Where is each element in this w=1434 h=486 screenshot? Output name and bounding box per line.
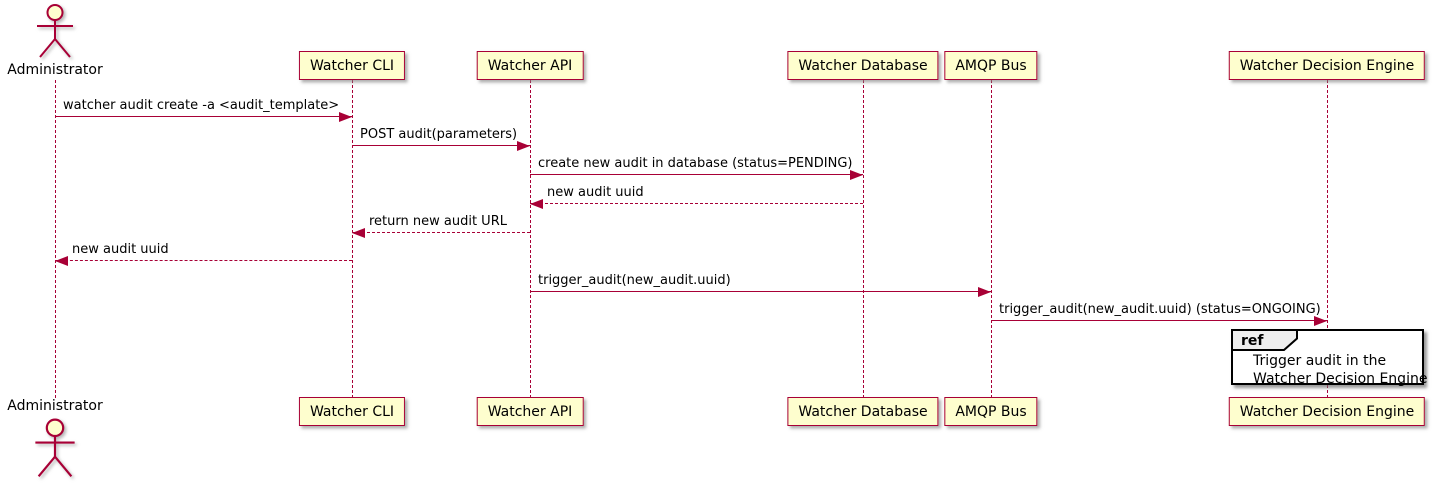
participant-watcher-decision-engine-bottom: Watcher Decision Engine xyxy=(1228,397,1426,426)
ref-fragment: ref Trigger audit in the Watcher Decisio… xyxy=(1231,329,1427,388)
message-label: create new audit in database (status=PEN… xyxy=(538,156,853,171)
participant-watcher-database-bottom: Watcher Database xyxy=(787,397,939,426)
participant-watcher-decision-engine-top: Watcher Decision Engine xyxy=(1228,51,1426,80)
message-trigger-audit: trigger_audit(new_audit.uuid) xyxy=(530,271,991,297)
participant-amqp-bus-bottom: AMQP Bus xyxy=(944,397,1038,426)
message-label: POST audit(parameters) xyxy=(360,127,518,142)
message-line xyxy=(991,320,1327,321)
arrowhead-icon xyxy=(352,228,365,238)
arrowhead-icon xyxy=(1314,316,1327,326)
arrowhead-icon xyxy=(517,141,530,151)
message-line xyxy=(352,232,530,233)
message-line xyxy=(530,203,863,204)
lifeline-amqp-bus xyxy=(991,80,992,398)
message-line xyxy=(55,260,352,261)
message-line xyxy=(530,291,991,292)
message-line xyxy=(55,116,352,117)
message-label: watcher audit create -a <audit_template> xyxy=(63,98,340,113)
message-create-audit-db: create new audit in database (status=PEN… xyxy=(530,154,863,180)
message-line xyxy=(352,145,530,146)
actor-administrator-icon-bottom xyxy=(35,418,75,478)
arrowhead-icon xyxy=(978,287,991,297)
ref-text-line1: Trigger audit in the xyxy=(1253,353,1387,369)
arrowhead-icon xyxy=(339,112,352,122)
ref-tag-label: ref xyxy=(1241,333,1264,349)
message-label: return new audit URL xyxy=(369,214,507,229)
lifeline-watcher-api xyxy=(530,80,531,398)
participant-watcher-api-top: Watcher API xyxy=(476,51,584,80)
participant-watcher-cli-top: Watcher CLI xyxy=(298,51,406,80)
message-label: new audit uuid xyxy=(547,185,644,200)
ref-tag: ref xyxy=(1231,329,1298,351)
actor-administrator-label-bottom: Administrator xyxy=(7,398,103,414)
message-audit-create: watcher audit create -a <audit_template> xyxy=(55,96,352,122)
message-label: trigger_audit(new_audit.uuid) (status=ON… xyxy=(999,302,1321,317)
actor-administrator-icon xyxy=(37,4,73,58)
message-new-audit-uuid-admin: new audit uuid xyxy=(55,240,352,266)
arrowhead-icon xyxy=(530,199,543,209)
message-label: new audit uuid xyxy=(72,242,169,257)
ref-body: Trigger audit in the Watcher Decision En… xyxy=(1253,352,1427,388)
participant-watcher-cli-bottom: Watcher CLI xyxy=(298,397,406,426)
message-trigger-audit-ongoing: trigger_audit(new_audit.uuid) (status=ON… xyxy=(991,300,1327,326)
arrowhead-icon xyxy=(55,256,68,266)
message-post-audit: POST audit(parameters) xyxy=(352,125,530,151)
lifeline-watcher-decision-engine xyxy=(1327,80,1328,398)
participant-watcher-api-bottom: Watcher API xyxy=(476,397,584,426)
message-return-audit-url: return new audit URL xyxy=(352,212,530,238)
message-line xyxy=(530,174,863,175)
message-label: trigger_audit(new_audit.uuid) xyxy=(538,273,731,288)
lifeline-administrator xyxy=(55,80,56,398)
ref-text-line2: Watcher Decision Engine xyxy=(1253,371,1428,387)
actor-administrator-label-top: Administrator xyxy=(7,62,103,78)
message-new-audit-uuid-return: new audit uuid xyxy=(530,183,863,209)
lifeline-watcher-cli xyxy=(352,80,353,398)
participant-watcher-database-top: Watcher Database xyxy=(787,51,939,80)
arrowhead-icon xyxy=(850,170,863,180)
lifeline-watcher-database xyxy=(863,80,864,398)
participant-amqp-bus-top: AMQP Bus xyxy=(944,51,1038,80)
